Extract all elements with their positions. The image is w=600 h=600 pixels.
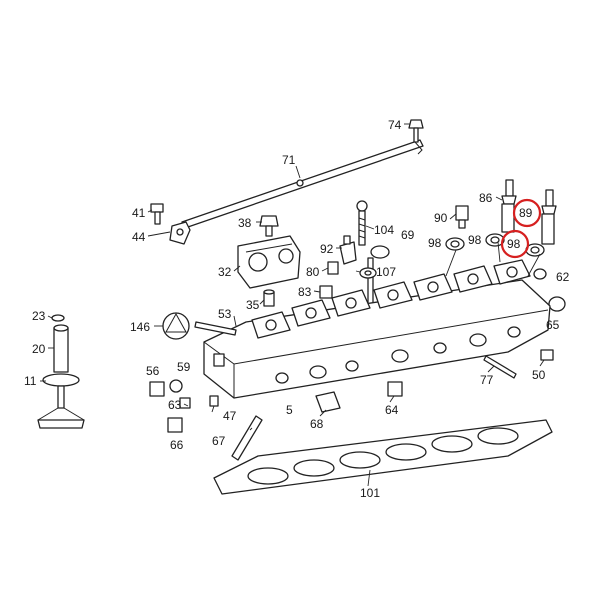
sleeve-68: [315, 391, 341, 413]
highlight-circles: [500, 198, 542, 259]
label-77: 77: [480, 373, 494, 387]
label-98-b: 98: [468, 233, 482, 247]
label-67: 67: [212, 434, 226, 448]
bolt-38: [259, 215, 279, 237]
label-74: 74: [388, 118, 402, 132]
plug-65: [548, 296, 566, 312]
sleeve-47: [209, 395, 219, 407]
label-98-a: 98: [428, 236, 442, 250]
plug-83: [319, 285, 333, 299]
valve-11: [37, 314, 85, 429]
highlight-89: [512, 198, 542, 228]
label-53: 53: [218, 307, 232, 321]
plug-56: [149, 381, 165, 397]
label-146: 146: [130, 320, 150, 334]
highlight-98: [500, 229, 530, 259]
label-65: 65: [546, 318, 560, 332]
rocker-arms: [251, 259, 531, 339]
washer-98-a: [445, 237, 465, 251]
washer-98-c: [525, 243, 545, 257]
label-83: 83: [298, 285, 312, 299]
cap-69: [370, 245, 390, 259]
label-35: 35: [246, 298, 260, 312]
sleeve-35: [263, 289, 275, 307]
injector-89: [541, 189, 557, 245]
label-32: 32: [218, 265, 232, 279]
label-63: 63: [168, 398, 182, 412]
label-11: 11: [24, 374, 37, 388]
sleeve-50: [540, 349, 554, 361]
label-71: 71: [282, 153, 296, 167]
gasket-101: [213, 419, 553, 495]
label-98-c: 98: [507, 237, 521, 251]
plug-62: [533, 268, 547, 280]
plug-59: [169, 379, 183, 393]
label-66: 66: [170, 438, 184, 452]
label-23: 23: [32, 309, 46, 323]
stud-53: [194, 321, 237, 336]
stud-77: [483, 355, 517, 379]
sprocket-146: [162, 312, 190, 340]
label-47: 47: [223, 409, 237, 423]
leader-lines: [40, 123, 545, 487]
sender-90: [455, 205, 469, 229]
label-44: 44: [132, 230, 146, 244]
bolt-74: [408, 119, 424, 143]
label-41: 41: [132, 206, 146, 220]
plug-80: [327, 261, 339, 275]
label-90: 90: [434, 211, 448, 225]
label-56: 56: [146, 364, 160, 378]
label-89: 89: [519, 206, 533, 220]
label-104: 104: [374, 223, 394, 237]
tube-67: [231, 415, 263, 461]
washer-107: [359, 267, 377, 279]
label-80: 80: [306, 265, 320, 279]
bolt-104: [356, 200, 368, 246]
bearing-bracket-32: [237, 235, 301, 289]
washer-98-b: [485, 233, 505, 247]
cylinder-head-5: [203, 279, 551, 399]
label-86: 86: [479, 191, 493, 205]
label-107: 107: [376, 265, 396, 279]
sleeve-64: [387, 381, 403, 397]
label-92: 92: [320, 242, 334, 256]
label-69: 69: [401, 228, 415, 242]
plug-63: [179, 397, 191, 409]
plug-66: [167, 417, 183, 433]
sender-92: [339, 235, 357, 265]
label-62: 62: [556, 270, 570, 284]
label-59: 59: [177, 360, 191, 374]
injector-86: [501, 179, 517, 233]
label-50: 50: [532, 368, 546, 382]
label-64: 64: [385, 403, 399, 417]
label-101: 101: [360, 486, 380, 500]
rail-71: [181, 139, 424, 229]
callout-labels: 74 71 86 89 41 44 38 90 104 69 98 98 98 …: [24, 118, 570, 500]
label-68: 68: [310, 417, 324, 431]
label-20: 20: [32, 342, 46, 356]
label-38: 38: [238, 216, 252, 230]
bolt-41: [150, 203, 164, 225]
label-5: 5: [286, 403, 293, 417]
bracket-44: [169, 221, 191, 245]
